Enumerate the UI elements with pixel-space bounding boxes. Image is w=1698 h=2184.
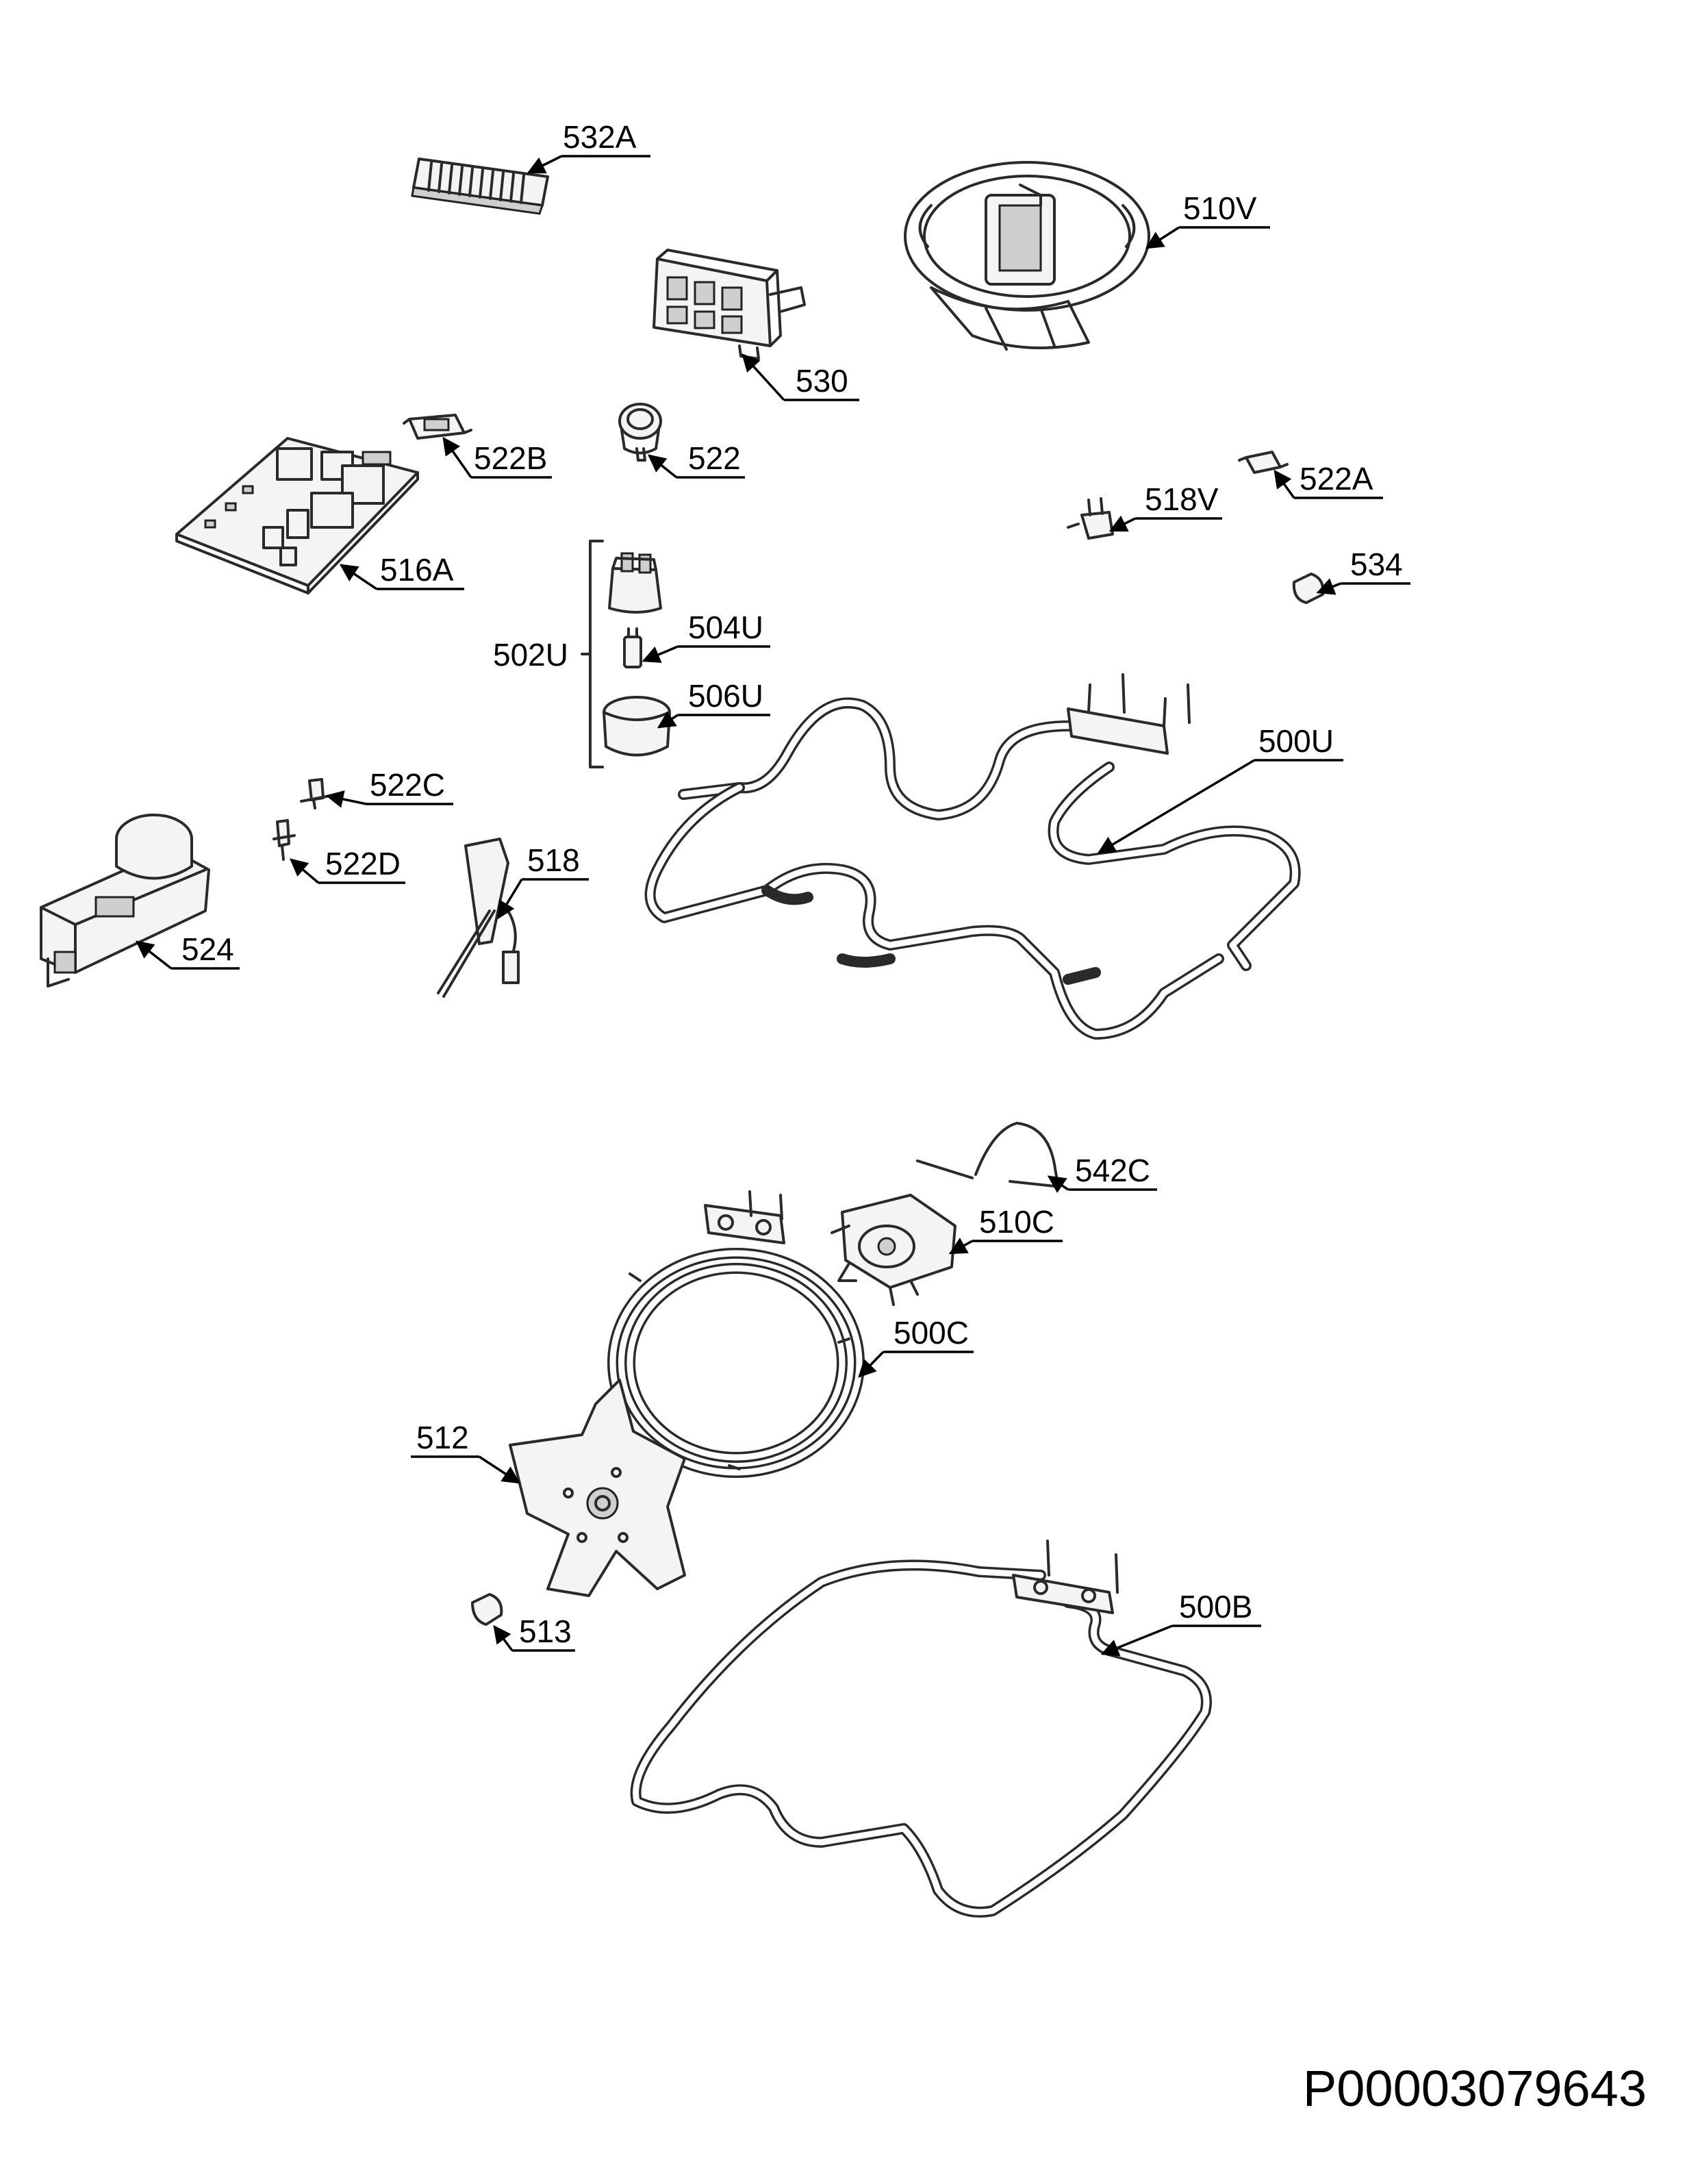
callout-518[interactable]: 518	[497, 842, 589, 920]
callout-510c[interactable]: 510C	[948, 1204, 1063, 1255]
callout-530-label: 530	[796, 363, 848, 399]
callout-504u[interactable]: 504U	[642, 610, 770, 663]
callout-522a[interactable]: 522A	[1274, 461, 1383, 499]
callout-500b[interactable]: 500B	[1100, 1589, 1261, 1657]
callout-513[interactable]: 513	[493, 1614, 575, 1652]
terminal-block-530-drawing	[652, 249, 806, 360]
grill-element-500u-drawing	[644, 673, 1301, 1040]
lamp-holder-522-drawing	[618, 403, 662, 462]
callout-512-label: 512	[416, 1420, 469, 1455]
callout-510c-label: 510C	[979, 1204, 1054, 1240]
clip-542c-drawing	[916, 1122, 1059, 1188]
callout-522d[interactable]: 522D	[290, 846, 405, 884]
nut-513-drawing	[471, 1593, 503, 1626]
callout-506u-label: 506U	[688, 678, 763, 714]
callout-534[interactable]: 534	[1316, 547, 1410, 595]
callout-518-label: 518	[527, 842, 580, 878]
callout-530[interactable]: 530	[742, 353, 859, 401]
callout-500u[interactable]: 500U	[1097, 723, 1343, 854]
sensor-518v-drawing	[1067, 497, 1114, 540]
callout-532a[interactable]: 532A	[527, 119, 650, 174]
lamp-cover-534-drawing	[1292, 573, 1325, 604]
callout-522b[interactable]: 522B	[442, 436, 552, 479]
clip-522a-drawing	[1238, 451, 1289, 474]
callout-534-label: 534	[1350, 547, 1403, 582]
callout-502u[interactable]: 502U	[493, 637, 568, 673]
callout-518v[interactable]: 518V	[1108, 481, 1222, 532]
circular-element-500c-drawing	[607, 1190, 865, 1478]
fan-motor-510c-drawing	[831, 1194, 956, 1306]
terminal-strip-532a-drawing	[411, 158, 549, 215]
callout-513-label: 513	[519, 1614, 572, 1649]
fan-blade-512-drawing	[509, 1379, 686, 1597]
control-board-516a-drawing	[175, 437, 419, 594]
callout-522b-label: 522B	[474, 440, 547, 476]
timer-switch-524-drawing	[40, 814, 210, 988]
callout-500c-label: 500C	[894, 1315, 969, 1351]
callout-512[interactable]: 512	[411, 1420, 521, 1484]
callout-500c[interactable]: 500C	[858, 1315, 974, 1378]
callout-542c-label: 542C	[1075, 1153, 1150, 1188]
bracket-522b-drawing	[403, 414, 472, 440]
callout-542c[interactable]: 542C	[1047, 1153, 1157, 1193]
callout-518v-label: 518V	[1145, 481, 1219, 517]
callout-522c-label: 522C	[370, 767, 445, 803]
lamp-assembly-502u-drawing	[581, 540, 671, 768]
callout-532a-label: 532A	[563, 119, 637, 155]
bottom-element-500b-drawing	[630, 1540, 1212, 1918]
callout-510v-label: 510V	[1183, 190, 1257, 226]
callout-522c[interactable]: 522C	[325, 767, 453, 808]
callout-524-label: 524	[181, 931, 234, 967]
callout-504u-label: 504U	[688, 610, 763, 645]
callout-516a-label: 516A	[380, 552, 454, 588]
fastener-522c-drawing	[300, 778, 331, 809]
document-code: P00003079643	[1303, 2060, 1647, 2117]
callout-522-label: 522	[688, 440, 741, 476]
callout-522[interactable]: 522	[647, 440, 745, 479]
callout-500u-label: 500U	[1258, 723, 1334, 759]
fastener-522d-drawing	[273, 819, 296, 861]
callout-510v[interactable]: 510V	[1145, 190, 1270, 249]
callout-524[interactable]: 524	[135, 931, 240, 970]
callout-502u-label: 502U	[493, 637, 568, 673]
callout-516a[interactable]: 516A	[339, 552, 464, 590]
callout-500b-label: 500B	[1179, 1589, 1252, 1624]
callout-522d-label: 522D	[325, 846, 401, 881]
callout-labels: 532A 510V 530 522B 522 522A	[135, 119, 1410, 1657]
probe-sensor-518-drawing	[437, 838, 520, 998]
callout-506u[interactable]: 506U	[657, 678, 770, 729]
fan-motor-510v-drawing	[904, 161, 1150, 351]
callout-522a-label: 522A	[1300, 461, 1373, 497]
